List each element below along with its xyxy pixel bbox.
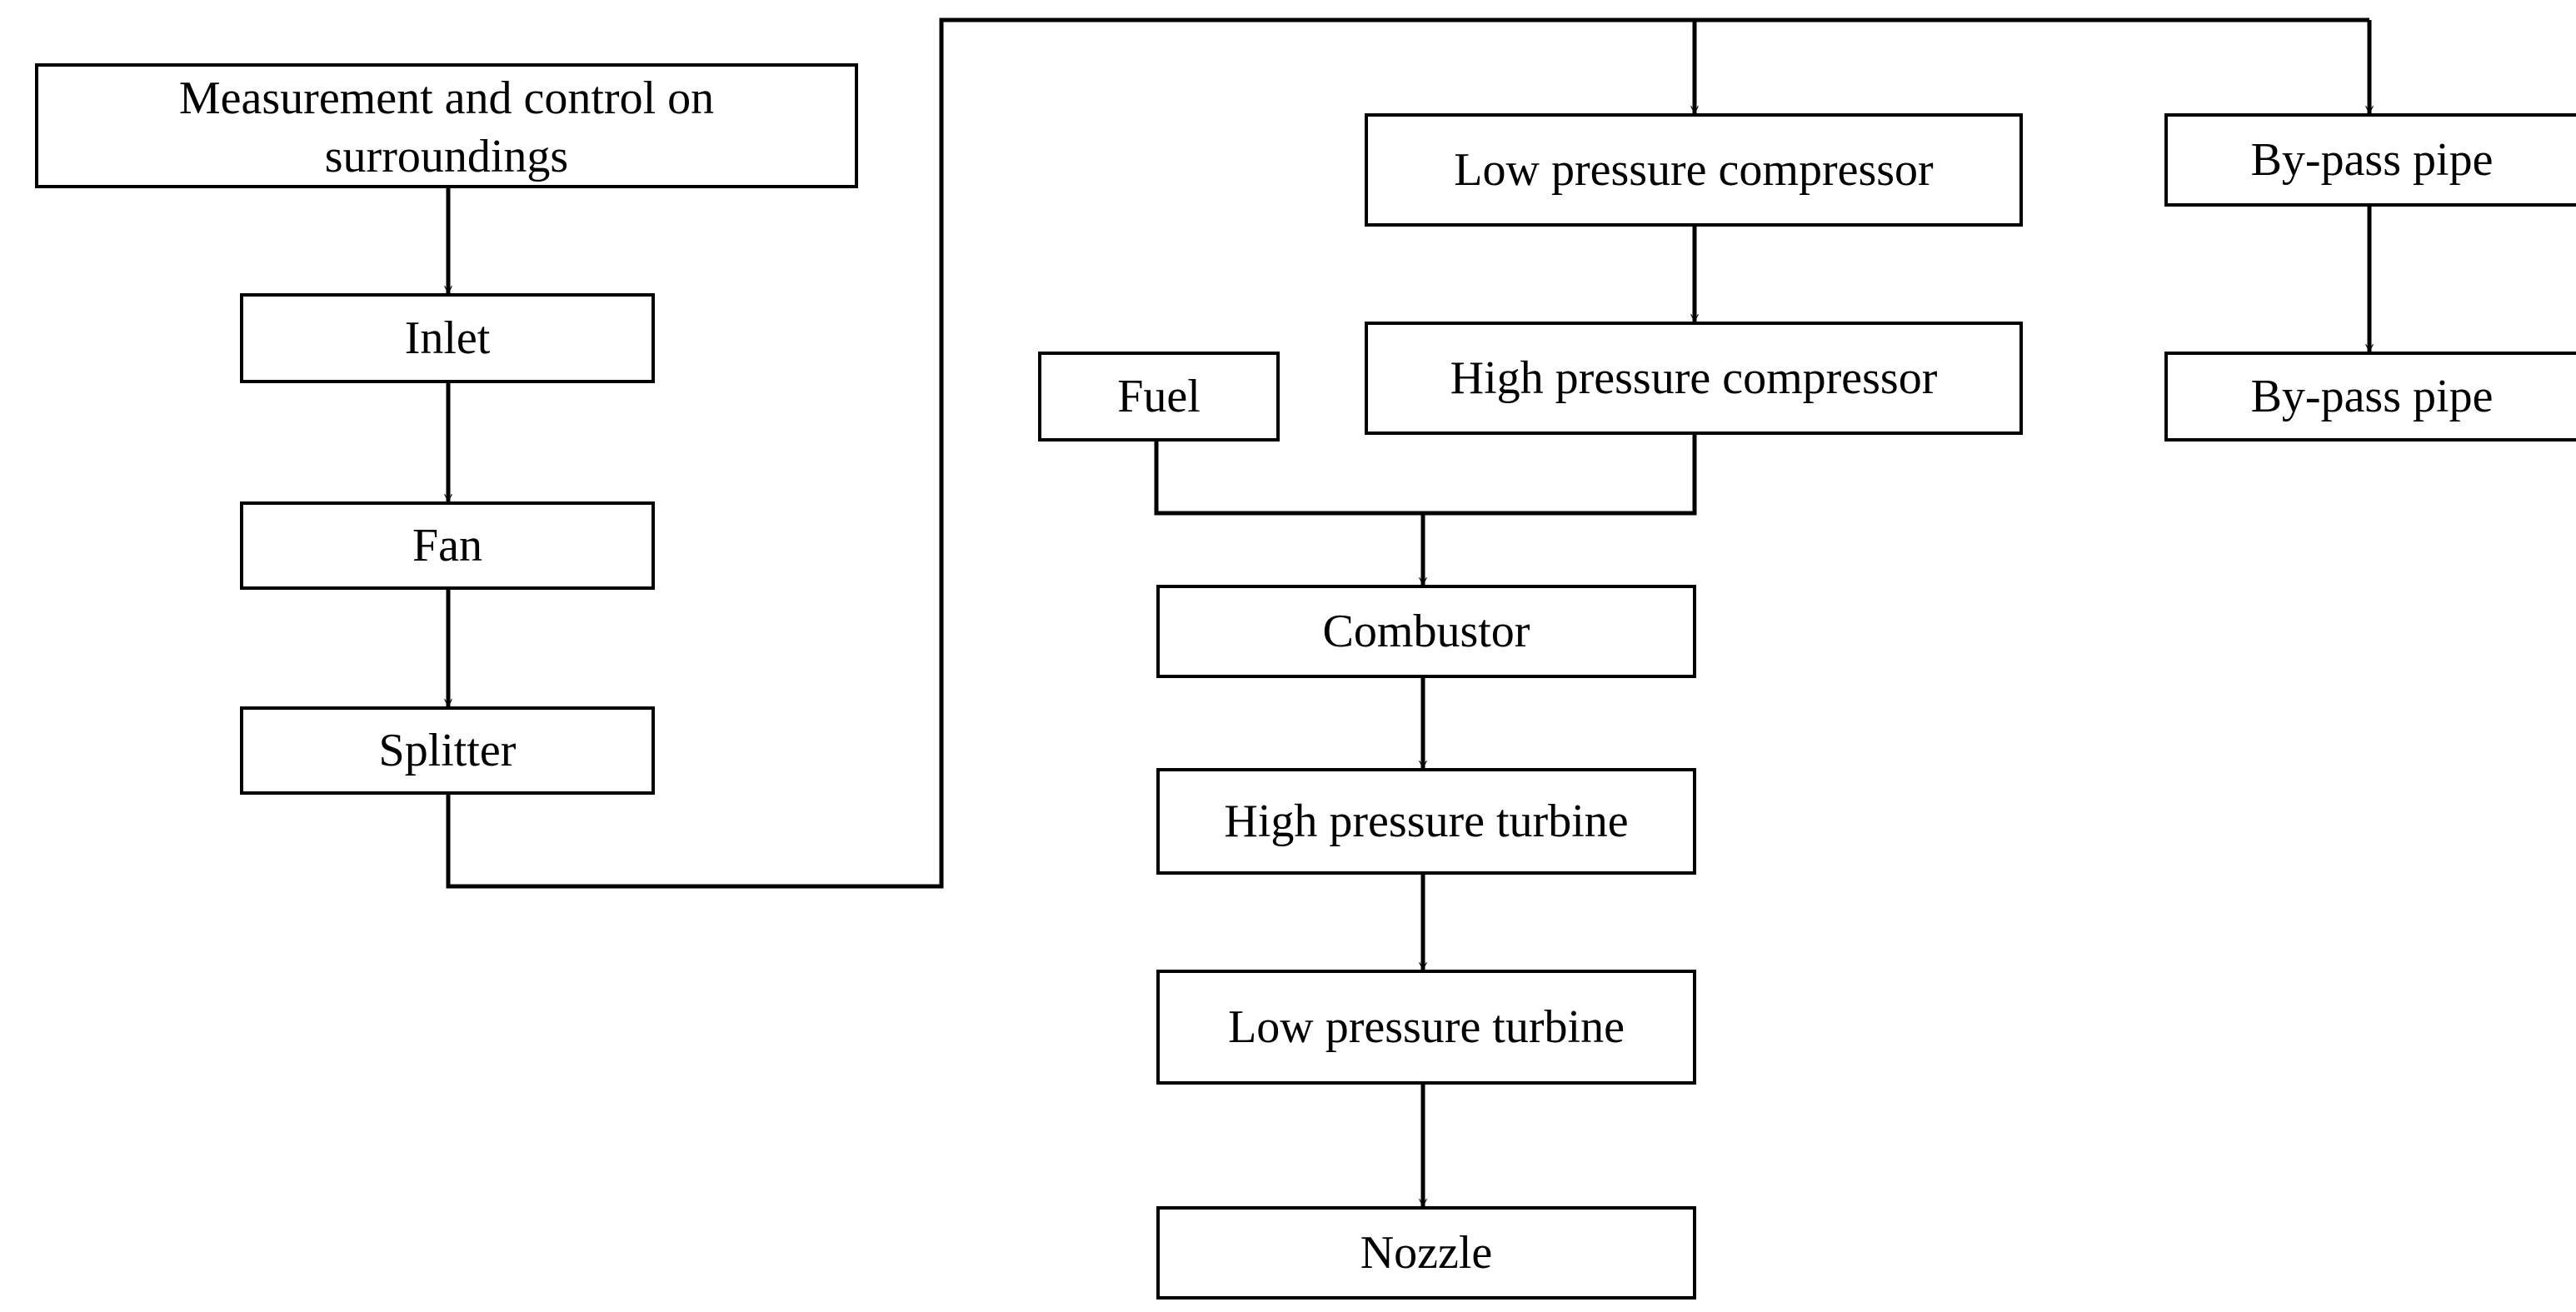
node-fan-label: Fan [412,520,482,571]
node-fuel: Fuel [1038,352,1280,441]
node-lpt: Low pressure turbine [1156,970,1696,1085]
node-bypass1: By-pass pipe [2164,113,2576,207]
node-hpc-label: High pressure compressor [1450,352,1938,404]
node-combustor-label: Combustor [1323,606,1530,657]
node-fan: Fan [240,501,655,590]
node-hpt-label: High pressure turbine [1224,796,1628,847]
node-measurement-line-1: Measurement and control on [179,72,714,124]
node-nozzle: Nozzle [1156,1206,1696,1300]
node-fuel-label: Fuel [1117,371,1201,422]
node-splitter-label: Splitter [379,725,517,776]
node-splitter: Splitter [240,706,655,795]
node-measurement-line-2: surroundings [325,131,568,182]
node-lpc: Low pressure compressor [1365,113,2023,227]
connectors [446,17,2369,1206]
node-combustor: Combustor [1156,585,1696,678]
node-hpt: High pressure turbine [1156,768,1696,875]
node-lpc-label: Low pressure compressor [1454,144,1934,196]
node-bypass2-label: By-pass pipe [2251,371,2494,422]
node-bypass2: By-pass pipe [2164,352,2576,441]
node-bypass1-label: By-pass pipe [2251,134,2494,186]
node-measurement: Measurement and control on surroundings [35,63,858,188]
node-inlet-label: Inlet [405,312,491,364]
edge-fuel-combustor [1154,440,1423,516]
edge-splitter-trunk [446,17,2369,889]
node-nozzle-label: Nozzle [1360,1227,1493,1279]
node-inlet: Inlet [240,293,655,383]
node-hpc: High pressure compressor [1365,322,2023,435]
node-lpt-label: Low pressure turbine [1228,1001,1625,1053]
edge-hpc-combustor [1423,433,1697,516]
